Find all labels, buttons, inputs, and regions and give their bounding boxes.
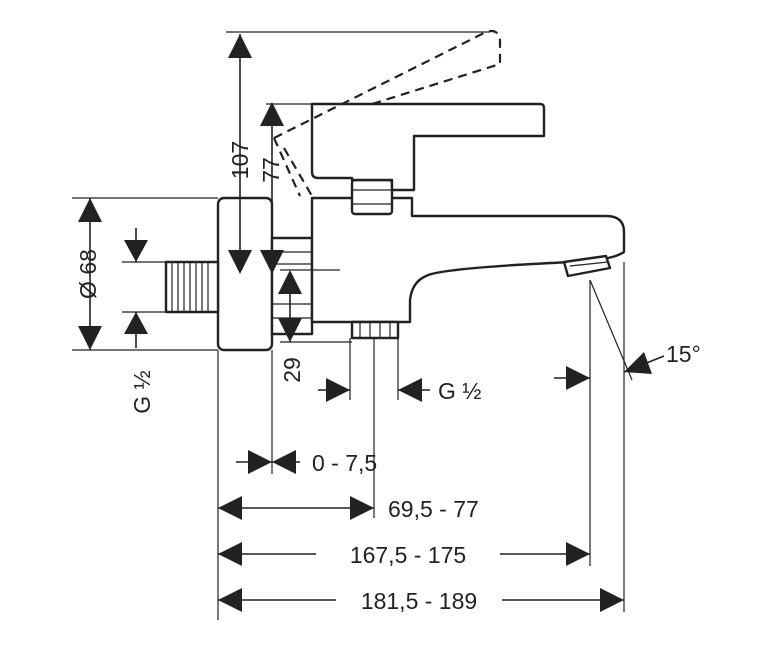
mixer-outline <box>164 29 626 352</box>
label-depth-long: 181,5 - 189 <box>361 588 477 614</box>
cartridge-cap <box>350 178 394 216</box>
label-flange-diameter: Ø 68 <box>75 249 101 299</box>
label-lever-height: 107 <box>227 141 253 179</box>
dimension-lines <box>78 34 665 612</box>
spout-aerator <box>562 254 612 278</box>
label-lever-height-alt: 77 <box>258 157 284 183</box>
handle-lever <box>310 102 546 192</box>
label-adjust-range: 0 - 7,5 <box>312 450 377 476</box>
inlet-thread-ribs <box>171 262 209 312</box>
label-inlet-thread: G ½ <box>129 370 155 413</box>
handle-lever-raised <box>272 29 502 197</box>
label-depth-medium: 167,5 - 175 <box>350 542 466 568</box>
extension-lines <box>72 31 633 620</box>
wall-flange <box>216 196 274 352</box>
label-inlet-offset: 29 <box>279 357 305 383</box>
label-depth-short: 69,5 - 77 <box>388 496 479 522</box>
outlet-nozzle <box>350 320 400 340</box>
label-spout-angle: 15° <box>666 341 701 367</box>
mixer-body <box>310 196 626 324</box>
inlet-thread <box>164 260 220 314</box>
dimension-labels: 107 77 Ø 68 G ½ 29 G ½ 15° 0 - 7,5 69,5 … <box>75 141 701 614</box>
label-outlet-thread: G ½ <box>438 378 481 404</box>
